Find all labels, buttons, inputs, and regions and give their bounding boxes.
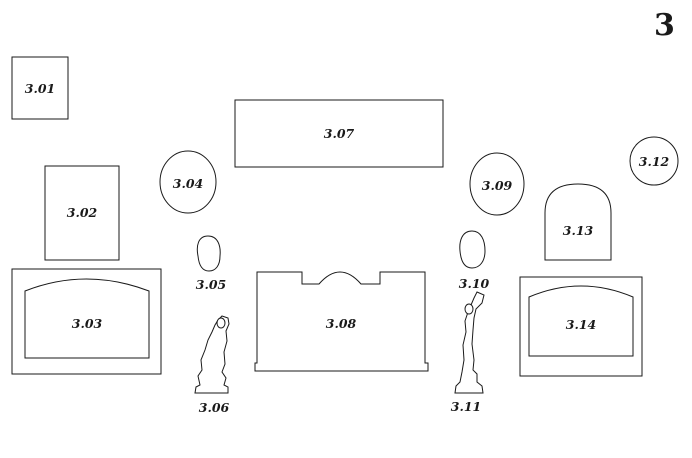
item-3-06-statue-silhouette [194, 315, 230, 394]
item-3-08: 3.08 [254, 271, 429, 372]
item-3-12: 3.12 [629, 136, 679, 186]
item-3-14-arched-panel [528, 285, 634, 357]
item-3-14: 3.14 [519, 276, 643, 377]
item-3-11: 3.11 [451, 291, 485, 414]
item-3-10: 3.10 [459, 230, 490, 291]
item-3-05-label: 3.05 [196, 277, 226, 292]
item-3-03: 3.03 [11, 268, 162, 375]
item-3-06-head [216, 317, 226, 329]
item-3-10-shape [459, 230, 486, 269]
item-3-02-label: 3.02 [67, 205, 98, 220]
item-3-01: 3.01 [11, 56, 69, 120]
item-3-03-label: 3.03 [72, 316, 103, 331]
item-3-05: 3.05 [196, 235, 226, 292]
item-3-10-label: 3.10 [459, 276, 490, 291]
item-3-04-shape [159, 150, 217, 214]
item-3-09-label: 3.09 [482, 178, 513, 193]
item-3-11-label: 3.11 [451, 399, 481, 414]
item-3-01-shape [11, 56, 69, 120]
item-3-12-shape [629, 136, 679, 186]
item-3-08-label: 3.08 [326, 316, 357, 331]
item-3-09-shape [469, 152, 525, 216]
item-3-11-statue-silhouette [454, 291, 485, 394]
item-3-14-label: 3.14 [566, 317, 596, 332]
item-3-12-label: 3.12 [639, 154, 670, 169]
item-3-07-shape [234, 99, 444, 168]
item-3-09: 3.09 [469, 152, 525, 216]
item-3-07: 3.07 [234, 99, 444, 168]
item-3-03-arched-panel [24, 278, 150, 359]
item-3-04: 3.04 [159, 150, 217, 214]
item-3-13-label: 3.13 [563, 223, 594, 238]
item-3-13-shape [544, 183, 612, 261]
page-number: 3 [654, 8, 675, 43]
item-3-05-shape [196, 235, 221, 272]
item-3-04-label: 3.04 [173, 176, 203, 191]
item-3-08-shape [254, 271, 429, 372]
item-3-11-head [464, 303, 474, 315]
item-3-01-label: 3.01 [25, 81, 55, 96]
item-3-06: 3.06 [194, 315, 230, 415]
item-3-02-shape [44, 165, 120, 261]
item-3-02: 3.02 [44, 165, 120, 261]
item-3-06-label: 3.06 [199, 400, 230, 415]
item-3-13: 3.13 [544, 183, 612, 261]
item-3-07-label: 3.07 [324, 126, 355, 141]
